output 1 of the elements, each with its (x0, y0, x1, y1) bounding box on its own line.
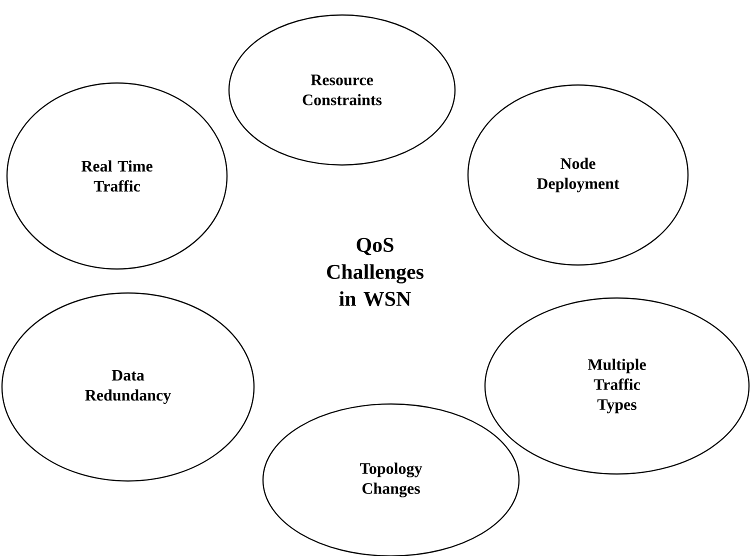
center-title: QoS Challenges in WSN (327, 238, 424, 306)
